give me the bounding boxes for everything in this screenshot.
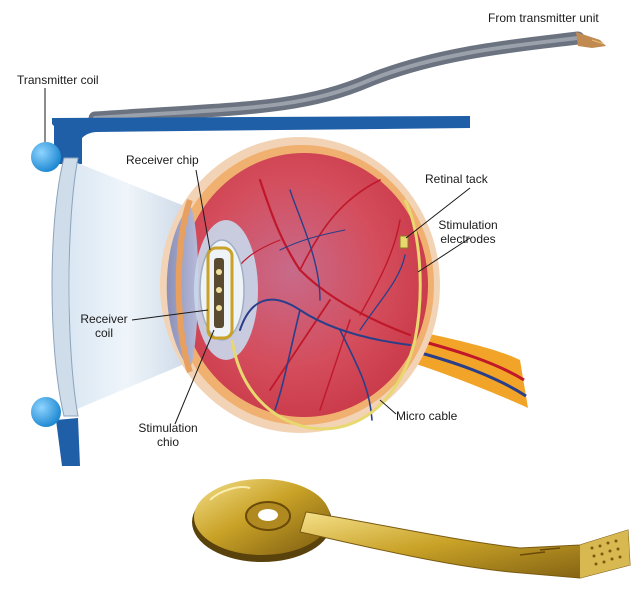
label-receiver-coil-line1: Receiver xyxy=(80,312,128,326)
transmitter-cable xyxy=(88,31,606,125)
label-receiver-coil: Receiver coil xyxy=(74,312,134,340)
label-micro-cable: Micro cable xyxy=(396,409,458,423)
label-receiver-chip: Receiver chip xyxy=(126,153,199,167)
label-stimulation-electrodes: Stimulation electrodes xyxy=(428,218,508,246)
leader-lines xyxy=(44,88,471,425)
label-stimulation-chip-line2: chio xyxy=(156,435,179,449)
transmitter-coil-top xyxy=(31,142,61,172)
implant-device xyxy=(192,479,631,579)
transmitter-coil-bottom xyxy=(31,397,61,427)
glasses-frame xyxy=(52,116,470,466)
retinal-tack xyxy=(399,235,409,249)
label-receiver-coil-line2: coil xyxy=(94,326,113,340)
label-stimulation-electrodes-line2: electrodes xyxy=(440,232,496,246)
label-from-transmitter-unit: From transmitter unit xyxy=(488,11,599,25)
label-stimulation-chip-line1: Stimulation xyxy=(138,421,198,435)
glasses-lens xyxy=(51,157,79,417)
receiver-implant xyxy=(199,239,245,341)
label-stimulation-chip: Stimulation chio xyxy=(128,421,208,449)
label-stimulation-electrodes-line1: Stimulation xyxy=(438,218,498,232)
retinal-vessels xyxy=(229,178,412,421)
label-retinal-tack: Retinal tack xyxy=(425,172,488,186)
micro-cable xyxy=(230,199,422,431)
light-beam xyxy=(70,160,182,412)
label-transmitter-coil: Transmitter coil xyxy=(17,73,99,87)
